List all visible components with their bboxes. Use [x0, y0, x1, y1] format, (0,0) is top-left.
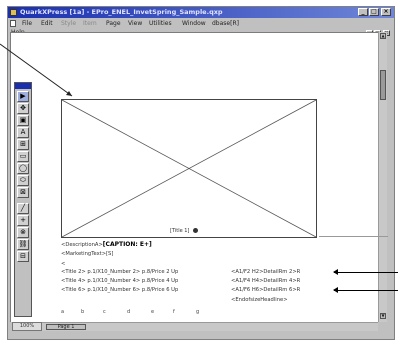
menu-window[interactable]: Window — [182, 20, 206, 27]
zoom-field[interactable]: 100% — [12, 322, 42, 331]
menu-file[interactable]: File — [22, 20, 33, 27]
empty-picture-cross — [62, 100, 316, 237]
orthogonal-line-tool-icon[interactable]: + — [17, 215, 29, 226]
scroll-down-arrow-icon[interactable]: ▼ — [380, 313, 386, 319]
row-left-text: <Title 4> p.1/X10_Number 4> p.8/Price 4 … — [61, 278, 179, 284]
tab-marker: g — [196, 309, 200, 315]
annotation-arrow-left-icon — [333, 269, 398, 275]
picture-box-label: [Title 1] — [170, 227, 230, 236]
menu-page[interactable]: Page — [106, 20, 121, 27]
caption-prefix: <DescriptionA> — [61, 242, 103, 248]
tab-marker: b — [81, 309, 85, 315]
menu-utilities[interactable]: Utilities — [149, 20, 172, 27]
ruler-guide[interactable] — [319, 236, 388, 237]
row-left-text: <Title 2> p.1/X10_Number 2> p.8/Price 2 … — [61, 269, 179, 275]
tool-palette-titlebar[interactable] — [15, 83, 31, 89]
text-line-caption[interactable]: <DescriptionA>[CAPTION: E+] — [61, 241, 152, 248]
tab-marker: c — [103, 309, 106, 315]
vertical-scrollbar[interactable]: ▲ ▼ — [378, 32, 387, 322]
tab-marker: f — [173, 309, 175, 315]
annotation-arrow-left-icon — [333, 287, 398, 293]
row-right-text: <A1/F4 H4>DetailRm 4>R — [231, 278, 301, 284]
table-tool-icon[interactable]: ⊟ — [17, 251, 29, 262]
app-icon — [10, 9, 17, 16]
picture-box[interactable] — [61, 99, 317, 238]
link-tool-icon[interactable]: ⛓ — [17, 239, 29, 250]
slider-knob-icon[interactable] — [193, 228, 199, 233]
table-row[interactable]: <Title 4> p.1/X10_Number 4> p.8/Price 4 … — [61, 278, 300, 284]
close-button[interactable]: × — [381, 8, 391, 16]
menu-style[interactable]: Style — [61, 20, 77, 27]
tool-palette: ▶ ✥ ▣ A ⊞ ▭ ◯ ⬭ ⊠ ╱ + ⊗ ⛓ ⊟ — [14, 82, 32, 317]
line-tool-icon[interactable]: ╱ — [17, 203, 29, 214]
tab-marker: a — [61, 309, 65, 315]
document-icon — [10, 20, 16, 27]
window-title: QuarkXPress [1a] - EPro_ENEL_InvetSpring… — [20, 8, 223, 16]
table-row[interactable]: <Title 6> p.1/X10_Number 6> p.8/Price 6 … — [61, 287, 300, 293]
rounded-box-tool-icon[interactable]: ⬭ — [17, 175, 29, 186]
row-left-text: <Title 6> p.1/X10_Number 6> p.8/Price 6 … — [61, 287, 179, 293]
text-line-marketing[interactable]: <MarketingText>[S] — [61, 251, 114, 257]
rectangle-tool-icon[interactable]: ▭ — [17, 151, 29, 162]
item-tool-icon[interactable]: ▶ — [17, 91, 29, 102]
end-tag-text: <EndofsizeHeadline> — [231, 297, 288, 303]
menu-bar: File Edit Style Item Page View Utilities… — [8, 19, 394, 28]
empty-picture-tool-icon[interactable]: ⊠ — [17, 187, 29, 198]
vertical-scroll-thumb[interactable] — [380, 70, 386, 100]
text-box-tool-icon[interactable]: A — [17, 127, 29, 138]
row-right-text: <A1/F6 H6>DetailRm 6>R — [231, 287, 301, 293]
oval-tool-icon[interactable]: ◯ — [17, 163, 29, 174]
minimize-button[interactable]: _ — [358, 8, 368, 16]
tab-marker: d — [127, 309, 131, 315]
title-bar: QuarkXPress [1a] - EPro_ENEL_InvetSpring… — [8, 7, 394, 18]
tab-marker: e — [151, 309, 155, 315]
scroll-up-arrow-icon[interactable]: ▲ — [380, 33, 386, 39]
row-right-text: <A1/F2 H2>DetailRm 2>R — [231, 269, 301, 275]
caption-tag: [CAPTION: E+] — [102, 241, 152, 248]
unlink-tool-icon[interactable]: ⊗ — [17, 227, 29, 238]
menu-view[interactable]: View — [128, 20, 143, 27]
horizontal-scrollbar[interactable]: Page 1 — [42, 322, 378, 331]
page-indicator[interactable]: Page 1 — [46, 324, 86, 330]
rotation-tool-icon[interactable]: ▣ — [17, 115, 29, 126]
menu-edit[interactable]: Edit — [41, 20, 53, 27]
picture-box-label-text: [Title 1] — [170, 228, 190, 234]
table-row[interactable]: <Title 2> p.1/X10_Number 2> p.8/Price 2 … — [61, 269, 300, 275]
picture-box-tool-icon[interactable]: ⊞ — [17, 139, 29, 150]
content-tool-icon[interactable]: ✥ — [17, 103, 29, 114]
text-line-bracket[interactable]: < — [61, 261, 66, 267]
maximize-button[interactable]: □ — [369, 8, 379, 16]
menu-item[interactable]: Item — [83, 20, 97, 27]
menu-dbase[interactable]: dbase[R] — [212, 20, 239, 27]
